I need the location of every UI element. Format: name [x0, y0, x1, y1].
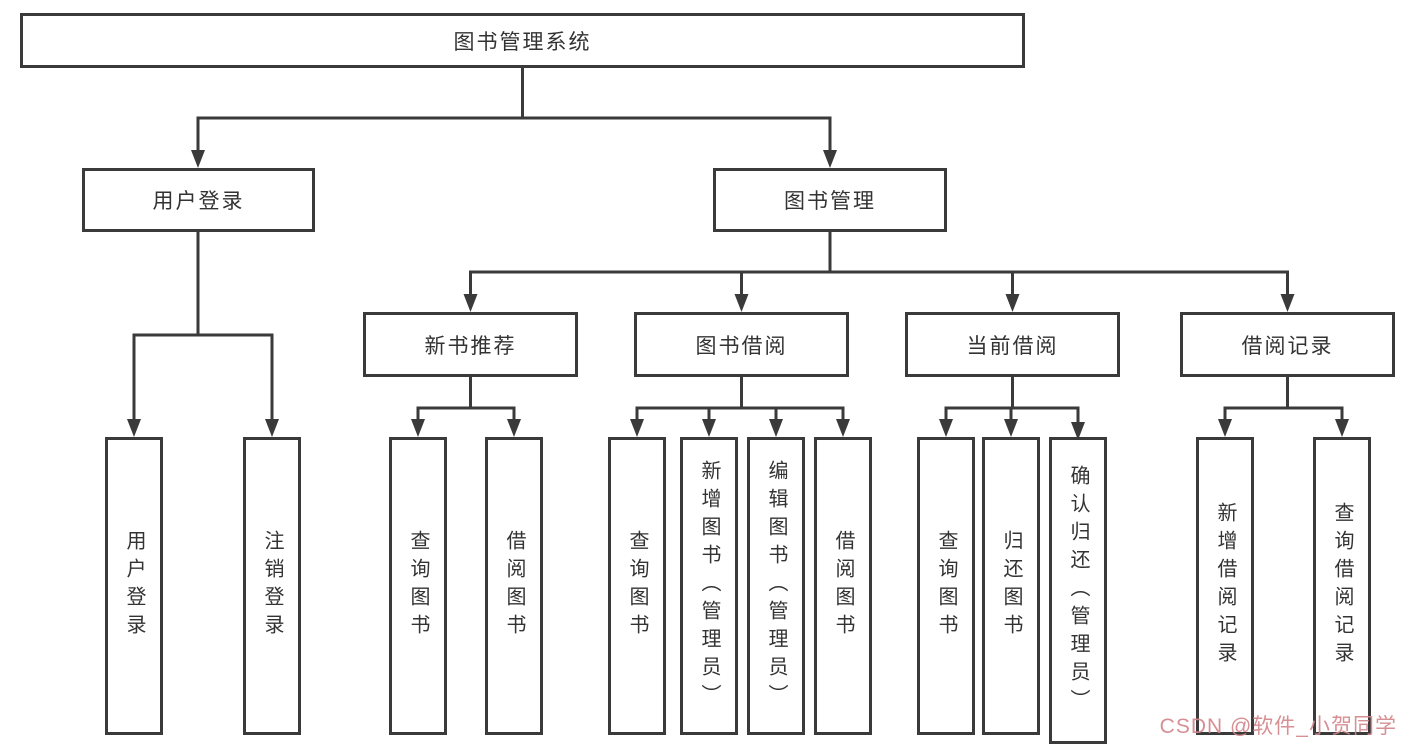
leaf-query-book: 查询图书	[389, 437, 447, 735]
node-label: 图书管理	[784, 190, 876, 213]
node-label: 用户登录	[152, 190, 245, 213]
node-new-book-recommend: 新书推荐	[363, 312, 578, 377]
leaf-borrow-book: 借阅图书	[485, 437, 543, 735]
leaf-label: 借阅图书	[832, 530, 854, 642]
node-user-login: 用户登录	[82, 168, 315, 232]
leaf-label: 确认归还（管理员）	[1067, 464, 1089, 717]
leaf-add-borrow-record: 新增借阅记录	[1196, 437, 1254, 735]
leaf-borrow-book: 借阅图书	[814, 437, 872, 735]
leaf-edit-book-admin: 编辑图书（管理员）	[747, 437, 805, 735]
node-system-root: 图书管理系统	[20, 13, 1025, 68]
leaf-label: 注销登录	[261, 530, 283, 642]
leaf-label: 用户登录	[123, 530, 145, 642]
leaf-label: 查询图书	[407, 530, 429, 642]
node-label: 图书借阅	[695, 334, 788, 358]
leaf-label: 编辑图书（管理员）	[765, 460, 787, 712]
node-label: 新书推荐	[424, 334, 517, 358]
leaf-label: 借阅图书	[503, 530, 525, 642]
leaf-label: 查询图书	[626, 530, 648, 642]
leaf-query-book: 查询图书	[608, 437, 666, 735]
node-label: 图书管理系统	[453, 30, 592, 54]
leaf-add-book-admin: 新增图书（管理员）	[680, 437, 738, 735]
leaf-query-book: 查询图书	[917, 437, 975, 735]
node-book-borrow: 图书借阅	[634, 312, 849, 377]
leaf-return-book: 归还图书	[982, 437, 1040, 735]
leaf-label: 新增图书（管理员）	[698, 460, 720, 712]
node-book-management: 图书管理	[713, 168, 947, 232]
leaf-label: 新增借阅记录	[1214, 502, 1236, 670]
leaf-label: 查询图书	[935, 530, 957, 642]
leaf-query-borrow-record: 查询借阅记录	[1313, 437, 1371, 735]
node-current-borrow: 当前借阅	[905, 312, 1120, 377]
leaf-label: 查询借阅记录	[1331, 502, 1353, 670]
leaf-logout: 注销登录	[243, 437, 301, 735]
node-borrow-record: 借阅记录	[1180, 312, 1395, 377]
csdn-watermark: CSDN @软件_小贺同学	[1159, 715, 1397, 738]
node-label: 当前借阅	[966, 334, 1059, 358]
node-label: 借阅记录	[1241, 334, 1334, 358]
leaf-user-login: 用户登录	[105, 437, 163, 735]
leaf-confirm-return-admin: 确认归还（管理员）	[1049, 437, 1107, 744]
leaf-label: 归还图书	[1000, 530, 1022, 642]
